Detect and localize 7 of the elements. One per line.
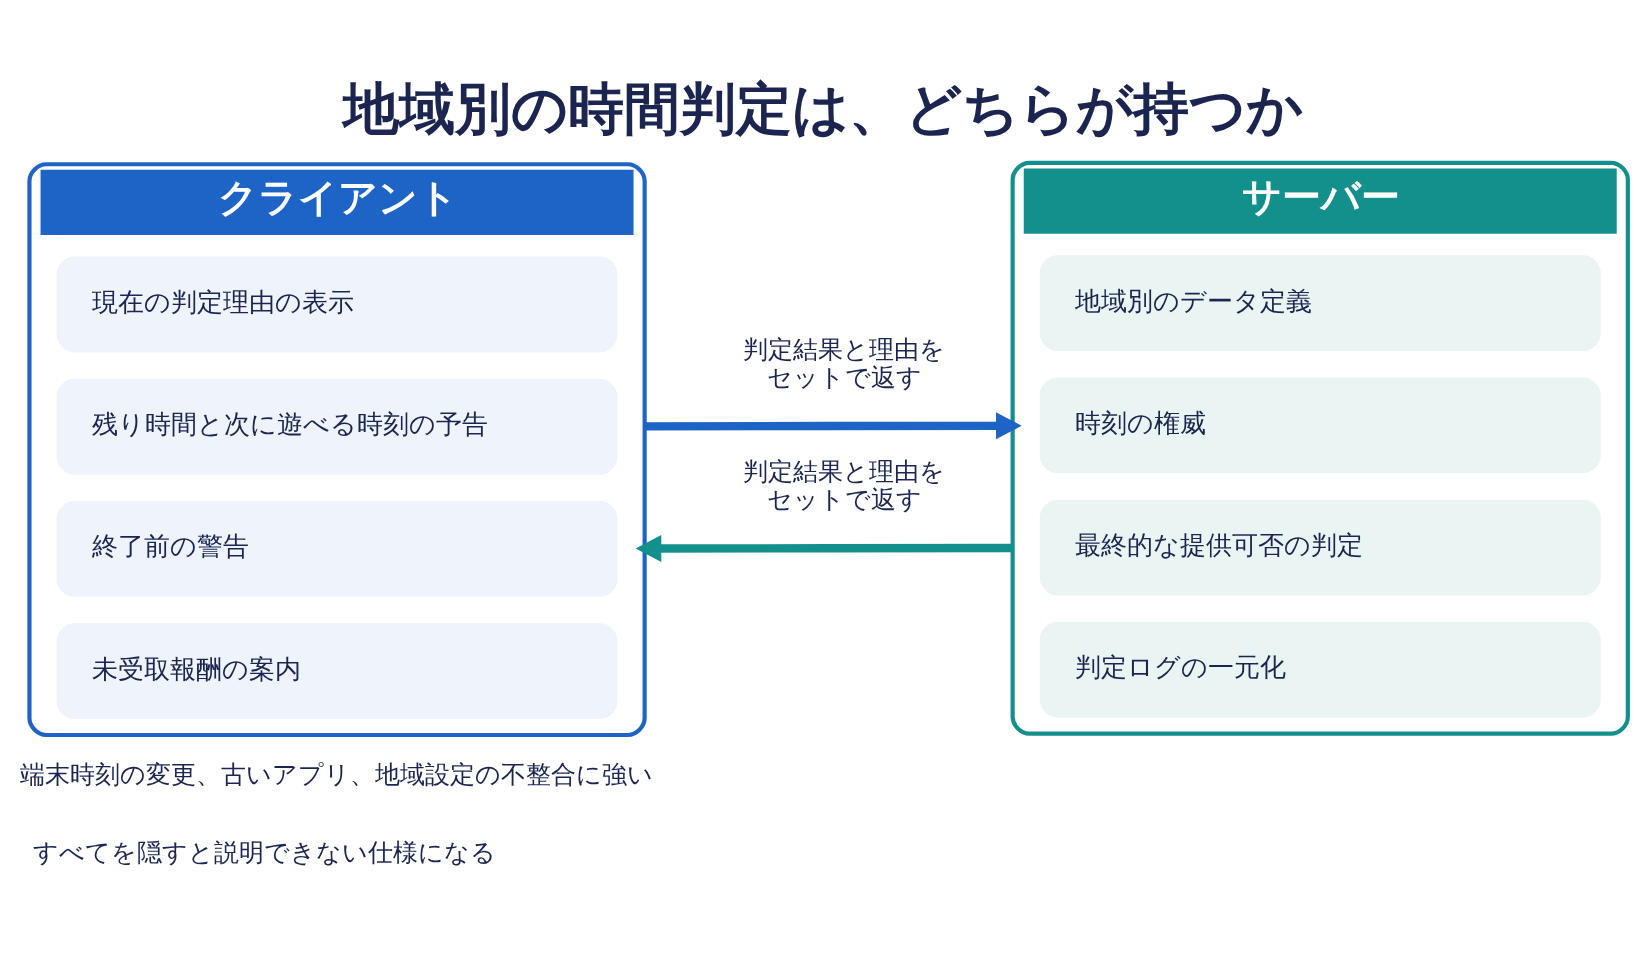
label: すべてを隠すと説明できない仕様になる — [32, 837, 496, 867]
arrow — [644, 411, 1022, 439]
edge-label: 判定結果と理由をセットで返す — [743, 334, 946, 392]
arrow — [635, 534, 1013, 562]
diagram-title: 地域別の時間判定は、どちらが持つか — [343, 75, 1304, 141]
label: 端末時刻の変更、古いアプリ、地域設定の不整合に強い — [19, 759, 653, 789]
edge-label: 判定結果と理由をセットで返す — [743, 456, 946, 514]
